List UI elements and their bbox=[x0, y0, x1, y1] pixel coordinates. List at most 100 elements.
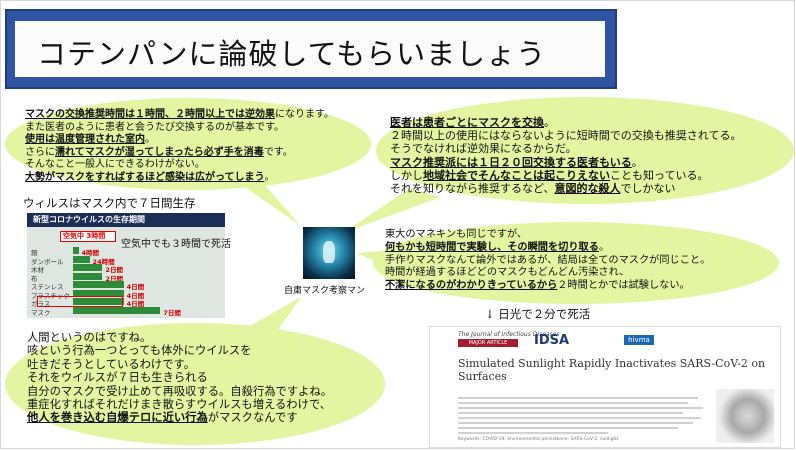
tv-bar bbox=[73, 255, 90, 263]
bubble-line: 吐きだそうとしているわけです。 bbox=[27, 358, 332, 371]
tv-highlight-mask-row bbox=[37, 296, 123, 307]
bubble-tail-top-right bbox=[343, 189, 441, 233]
tv-row-label: 木材 bbox=[31, 266, 44, 274]
bubble-line: 自分のマスクで受け止めて再吸収する。自殺行為ですよね。 bbox=[27, 385, 332, 398]
emphasis-text: 意図的な殺人 bbox=[554, 182, 621, 196]
emphasis-text: 何もかも短時間で実験し、その瞬間を切り取る bbox=[385, 241, 599, 253]
tv-row-label: マスク bbox=[31, 308, 51, 317]
bubble-tail-top-left bbox=[233, 179, 301, 226]
body-text: そうでなければ逆効果になるからだ。 bbox=[390, 142, 577, 156]
body-text: そんなこと一般人にできるわけがない。 bbox=[25, 159, 205, 170]
body-text: です。 bbox=[263, 146, 293, 158]
air-note-label: 空気中でも３時間で死活 bbox=[121, 239, 231, 250]
speech-bubble-top-left bbox=[5, 98, 371, 190]
bubble-line: そんなこと一般人にできるわけがない。 bbox=[25, 159, 334, 172]
bubble-line: 使用は温度管理された室内。 bbox=[25, 134, 334, 147]
body-text: でしかない bbox=[620, 182, 676, 196]
tv-bar-value: 4日間 bbox=[126, 300, 145, 308]
bubble-line: 手作りマスクなんて論外ではあるが、結局は全てのマスクが同じこと。 bbox=[385, 255, 710, 268]
emphasis-text: 濡れてマスクが湿ってしまったら必ず手を消毒 bbox=[55, 146, 264, 158]
body-text: 自分のマスクで受け止めて再吸収する。自殺行為ですよね。 bbox=[27, 384, 333, 398]
body-text: 咳という行為一つとっても体外にウイルスを bbox=[27, 344, 252, 358]
tv-row-label: プラスチック bbox=[31, 291, 70, 300]
bubble-line: 不潔になるのがわかりきっているから２時間とかでは試験しない。 bbox=[385, 280, 710, 293]
emphasis-text: 他人を巻き込む自爆テロに近い行為 bbox=[27, 411, 208, 425]
tv-bar bbox=[73, 272, 103, 280]
speech-bubble-top-right bbox=[376, 97, 794, 204]
virus-survival-label: ウィルスはマスク内で７日間生存 bbox=[23, 196, 196, 210]
tv-bar-value: 4日間 bbox=[126, 283, 145, 291]
tv-header-text: 新型コロナウイルスの生存期間 bbox=[33, 215, 145, 224]
tv-bar bbox=[73, 247, 79, 254]
emphasis-text: 使用は温度管理された室内 bbox=[25, 134, 145, 145]
bubble-line: 他人を巻き込む自爆テロに近い行為がマスクなんです bbox=[27, 411, 332, 424]
slide-title: コテンパンに論破してもらいましょう bbox=[37, 37, 547, 71]
tv-bar-value: 4時間 bbox=[81, 249, 100, 257]
tv-bar-value: 2日間 bbox=[105, 266, 123, 274]
tv-row-label: 銅 bbox=[31, 249, 38, 257]
emphasis-text: 医者は患者ごとにマスクを交換 bbox=[390, 116, 544, 129]
body-text: 。 bbox=[544, 116, 555, 129]
character-name-label: 自粛マスク考察マン bbox=[284, 286, 366, 296]
speech-bubble-bottom-left bbox=[5, 323, 385, 445]
tv-bar bbox=[73, 289, 124, 297]
paper-abstract bbox=[458, 397, 708, 437]
tv-row-label: ダンボール bbox=[31, 257, 64, 266]
idsa-logo: IDSA bbox=[534, 333, 570, 348]
tv-row-label: 布 bbox=[31, 274, 38, 283]
tv-bar-value: 24時間 bbox=[92, 257, 115, 266]
tv-bar bbox=[73, 306, 161, 314]
paper-journal: The Journal of Infectious Diseases bbox=[458, 331, 560, 338]
paper-title-line1: Simulated Sunlight Rapidly Inactivates S… bbox=[458, 357, 766, 370]
body-text: 東大のマネキンも同じですが、 bbox=[385, 229, 528, 240]
tv-row-label: ステンレス bbox=[31, 283, 64, 291]
body-text: また医者のように患者と会うたび交換するのが基本です。 bbox=[25, 121, 284, 133]
bubble-line: しかし地域社会でそんなことは起こりえないことも知っている。 bbox=[390, 169, 741, 182]
tv-bar bbox=[73, 298, 124, 305]
bubble-text-top-left: マスクの交換推奨時間は１時間、２時間以上では逆効果になります。また医者のように患… bbox=[25, 109, 334, 184]
bubble-line: そうでなければ逆効果になるからだ。 bbox=[390, 142, 741, 155]
body-text: 手作りマスクなんて論外ではあるが、結局は全てのマスクが同じこと。 bbox=[385, 254, 711, 266]
bubble-text-top-right: 医者は患者ごとにマスクを交換。２時間以上の使用にはならないように短時間での交換も… bbox=[390, 116, 741, 195]
bubble-line: 医者は患者ごとにマスクを交換。 bbox=[390, 116, 741, 129]
body-text: ２時間以上の使用にはならないように短時間での交換も推奨されてる。 bbox=[390, 129, 742, 143]
body-text: がマスクなんです bbox=[207, 411, 298, 425]
bubble-line: それをウイルスが７日も生きられる bbox=[27, 371, 332, 384]
emphasis-text: マスクの交換推奨時間は１時間、２時間以上では逆効果 bbox=[25, 109, 275, 120]
emphasis-text: 大勢がマスクをすればするほど感染は広がってしまう bbox=[25, 171, 265, 183]
body-text: 吐きだそうとしているわけです。 bbox=[27, 357, 195, 371]
bubble-line: 何もかも短時間で実験し、その瞬間を切り取る。 bbox=[385, 242, 710, 255]
bubble-line: また医者のように患者と会うたび交換するのが基本です。 bbox=[25, 122, 334, 135]
bubble-line: 大勢がマスクをすればするほど感染は広がってしまう。 bbox=[25, 172, 334, 185]
body-text: それをウイルスが７日も生きられる bbox=[27, 371, 208, 385]
title-bar: コテンパンに論破してもらいましょう bbox=[5, 9, 617, 89]
tv-bar bbox=[73, 281, 124, 288]
tv-header: 新型コロナウイルスの生存期間 bbox=[27, 213, 225, 227]
bubble-line: 重症化すればそれだけまき散らすウイルスも増えるわけで、 bbox=[27, 398, 332, 411]
bubble-text-bottom-left: 人間というのはですね。咳という行為一つとっても体外にウイルスを吐きだそうとしてい… bbox=[27, 331, 332, 425]
body-text: ２時間とかでは試験しない。 bbox=[557, 280, 690, 292]
bubble-line: 人間というのはですね。 bbox=[27, 331, 332, 344]
body-text: 。 bbox=[631, 155, 643, 169]
body-text: 重症化すればそれだけまき散らすウイルスも増えるわけで、 bbox=[27, 398, 332, 412]
body-text: 。 bbox=[145, 134, 155, 145]
bubble-line: ２時間以上の使用にはならないように短時間での交換も推奨されてる。 bbox=[390, 129, 741, 142]
body-text: になります。 bbox=[275, 109, 334, 120]
paper-title-line2: Surfaces bbox=[458, 370, 507, 383]
tv-highlight: 空気中 3時間 bbox=[60, 231, 116, 242]
body-text: 。 bbox=[598, 241, 610, 253]
paper-title: Simulated Sunlight Rapidly Inactivates S… bbox=[458, 357, 765, 383]
bubble-line: 東大のマネキンも同じですが、 bbox=[385, 229, 710, 242]
title-panel: コテンパンに論破してもらいましょう bbox=[15, 21, 605, 77]
paper-keywords: Keywords: COVID-19; environmental persis… bbox=[458, 437, 620, 442]
emphasis-text: 不潔になるのがわかりきっているから bbox=[385, 280, 558, 292]
emphasis-text: マスク推奨派には１日２０回交換する医者もいる bbox=[390, 155, 632, 169]
sunlight-label: ↓ 日光で２分で死活 bbox=[485, 307, 591, 321]
tv-row-label: ガラス bbox=[31, 300, 51, 308]
emphasis-text: 地域社会でそんなことは起こりえない bbox=[423, 168, 610, 182]
character-avatar-icon bbox=[303, 227, 355, 279]
tv-bar bbox=[73, 264, 103, 271]
speech-bubble-mid-right bbox=[373, 222, 779, 304]
